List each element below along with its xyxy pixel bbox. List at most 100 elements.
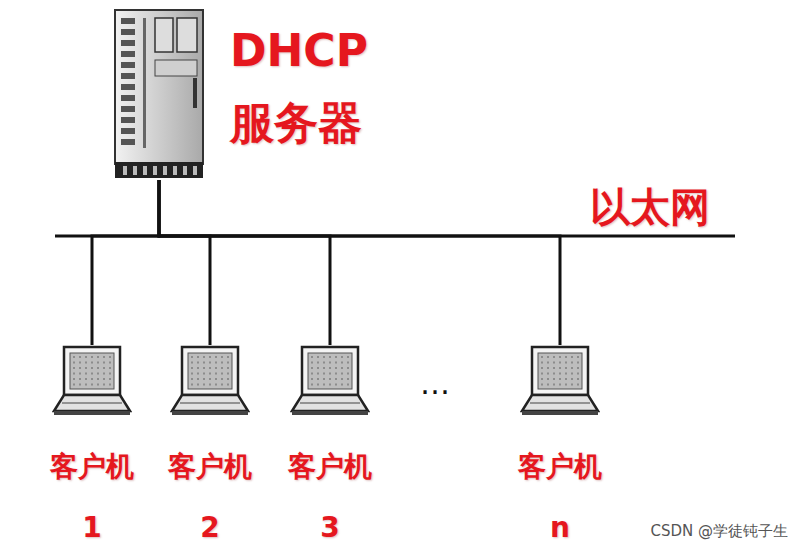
laptop-base (522, 411, 598, 415)
ellipsis: … (420, 366, 450, 401)
screen-dot (197, 362, 199, 364)
laptop-screen (538, 353, 582, 389)
screen-dot (103, 384, 105, 386)
screen-dot (97, 362, 99, 364)
screen-dot (91, 378, 93, 380)
laptop-screen (308, 353, 352, 389)
screen-dot (541, 362, 543, 364)
screen-dot (73, 384, 75, 386)
screen-dot (329, 362, 331, 364)
screen-dot (215, 384, 217, 386)
laptop-screen (188, 353, 232, 389)
screen-dot (347, 378, 349, 380)
screen-dot (197, 384, 199, 386)
screen-dot (209, 373, 211, 375)
screen-dot (103, 378, 105, 380)
keyboard-row (300, 402, 360, 404)
screen-dot (97, 373, 99, 375)
laptop-keyboard (54, 395, 130, 411)
screen-dot (577, 384, 579, 386)
screen-dot (559, 356, 561, 358)
screen-dot (197, 373, 199, 375)
client-label: 客户机 (50, 450, 134, 484)
screen-dot (577, 356, 579, 358)
screen-dot (103, 373, 105, 375)
screen-dot (79, 356, 81, 358)
screen-dot (547, 378, 549, 380)
screen-dot (541, 367, 543, 369)
screen-dot (215, 373, 217, 375)
screen-dot (203, 356, 205, 358)
screen-dot (317, 373, 319, 375)
network-label: 以太网 (590, 180, 710, 235)
drive-slot (121, 29, 135, 35)
screen-dot (311, 367, 313, 369)
screen-dot (335, 384, 337, 386)
screen-dot (227, 362, 229, 364)
screen-dot (341, 378, 343, 380)
drive-slot (121, 117, 135, 123)
screen-dot (347, 367, 349, 369)
screen-dot (565, 378, 567, 380)
screen-dot (323, 362, 325, 364)
base-vent (163, 166, 167, 175)
screen-dot (565, 373, 567, 375)
screen-dot (341, 356, 343, 358)
screen-dot (541, 378, 543, 380)
screen-dot (317, 367, 319, 369)
screen-dot (541, 356, 543, 358)
keyboard-row (530, 402, 590, 404)
screen-dot (311, 373, 313, 375)
screen-dot (559, 362, 561, 364)
screen-dot (191, 362, 193, 364)
drive-slot (121, 62, 135, 68)
screen-dot (191, 378, 193, 380)
screen-dot (91, 367, 93, 369)
screen-dot (341, 362, 343, 364)
client-node: 客户机3 (290, 345, 370, 417)
drive-slot (121, 139, 135, 145)
screen-dot (227, 373, 229, 375)
screen-dot (197, 367, 199, 369)
screen-dot (209, 367, 211, 369)
base-vent (153, 166, 157, 175)
laptop-icon (520, 345, 600, 417)
screen-dot (541, 373, 543, 375)
screen-dot (547, 367, 549, 369)
screen-dot (73, 378, 75, 380)
client-number: 3 (320, 511, 339, 545)
laptop-icon (52, 345, 132, 417)
screen-dot (97, 378, 99, 380)
base-vent (193, 166, 197, 175)
screen-dot (209, 356, 211, 358)
screen-dot (109, 384, 111, 386)
screen-dot (559, 384, 561, 386)
screen-dot (79, 373, 81, 375)
screen-dot (221, 367, 223, 369)
server-divider (143, 18, 146, 148)
screen-dot (91, 362, 93, 364)
server-base (115, 162, 203, 178)
base-vent (173, 166, 177, 175)
drive-slot (121, 73, 135, 79)
keyboard-row (62, 402, 122, 404)
screen-dot (103, 367, 105, 369)
laptop-lid (532, 347, 588, 395)
drive-slot (121, 106, 135, 112)
screen-dot (79, 384, 81, 386)
drive-slot (121, 95, 135, 101)
server-icon (113, 8, 205, 180)
screen-dot (109, 378, 111, 380)
screen-dot (323, 384, 325, 386)
screen-dot (103, 356, 105, 358)
laptop-lid (302, 347, 358, 395)
laptop-base (292, 411, 368, 415)
screen-dot (191, 367, 193, 369)
screen-dot (79, 362, 81, 364)
screen-dot (553, 367, 555, 369)
screen-dot (85, 378, 87, 380)
screen-dot (79, 378, 81, 380)
laptop-lid (182, 347, 238, 395)
screen-dot (109, 373, 111, 375)
screen-dot (85, 356, 87, 358)
